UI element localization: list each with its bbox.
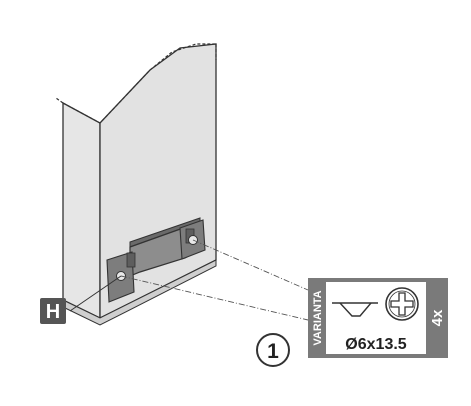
step-number-text: 1	[267, 340, 279, 363]
bracket-tab-left	[126, 252, 136, 268]
step-number-badge: 1	[256, 333, 290, 367]
variant-label: VARIANTA	[312, 290, 324, 345]
guide-lines	[120, 239, 309, 321]
part-label-leader	[69, 275, 122, 312]
hardware-card: VARIANTA 4x Ø6x13.5	[308, 278, 448, 358]
part-label-text: H	[46, 301, 60, 323]
screw-size-label: Ø6x13.5	[345, 336, 406, 353]
quantity-label: 4x	[429, 309, 446, 326]
panel-break-line	[55, 43, 216, 124]
panel-side-face	[62, 101, 101, 320]
phillips-head-icon	[385, 287, 419, 321]
part-label-h: H	[40, 298, 66, 324]
countersunk-screw-icon	[332, 302, 378, 317]
